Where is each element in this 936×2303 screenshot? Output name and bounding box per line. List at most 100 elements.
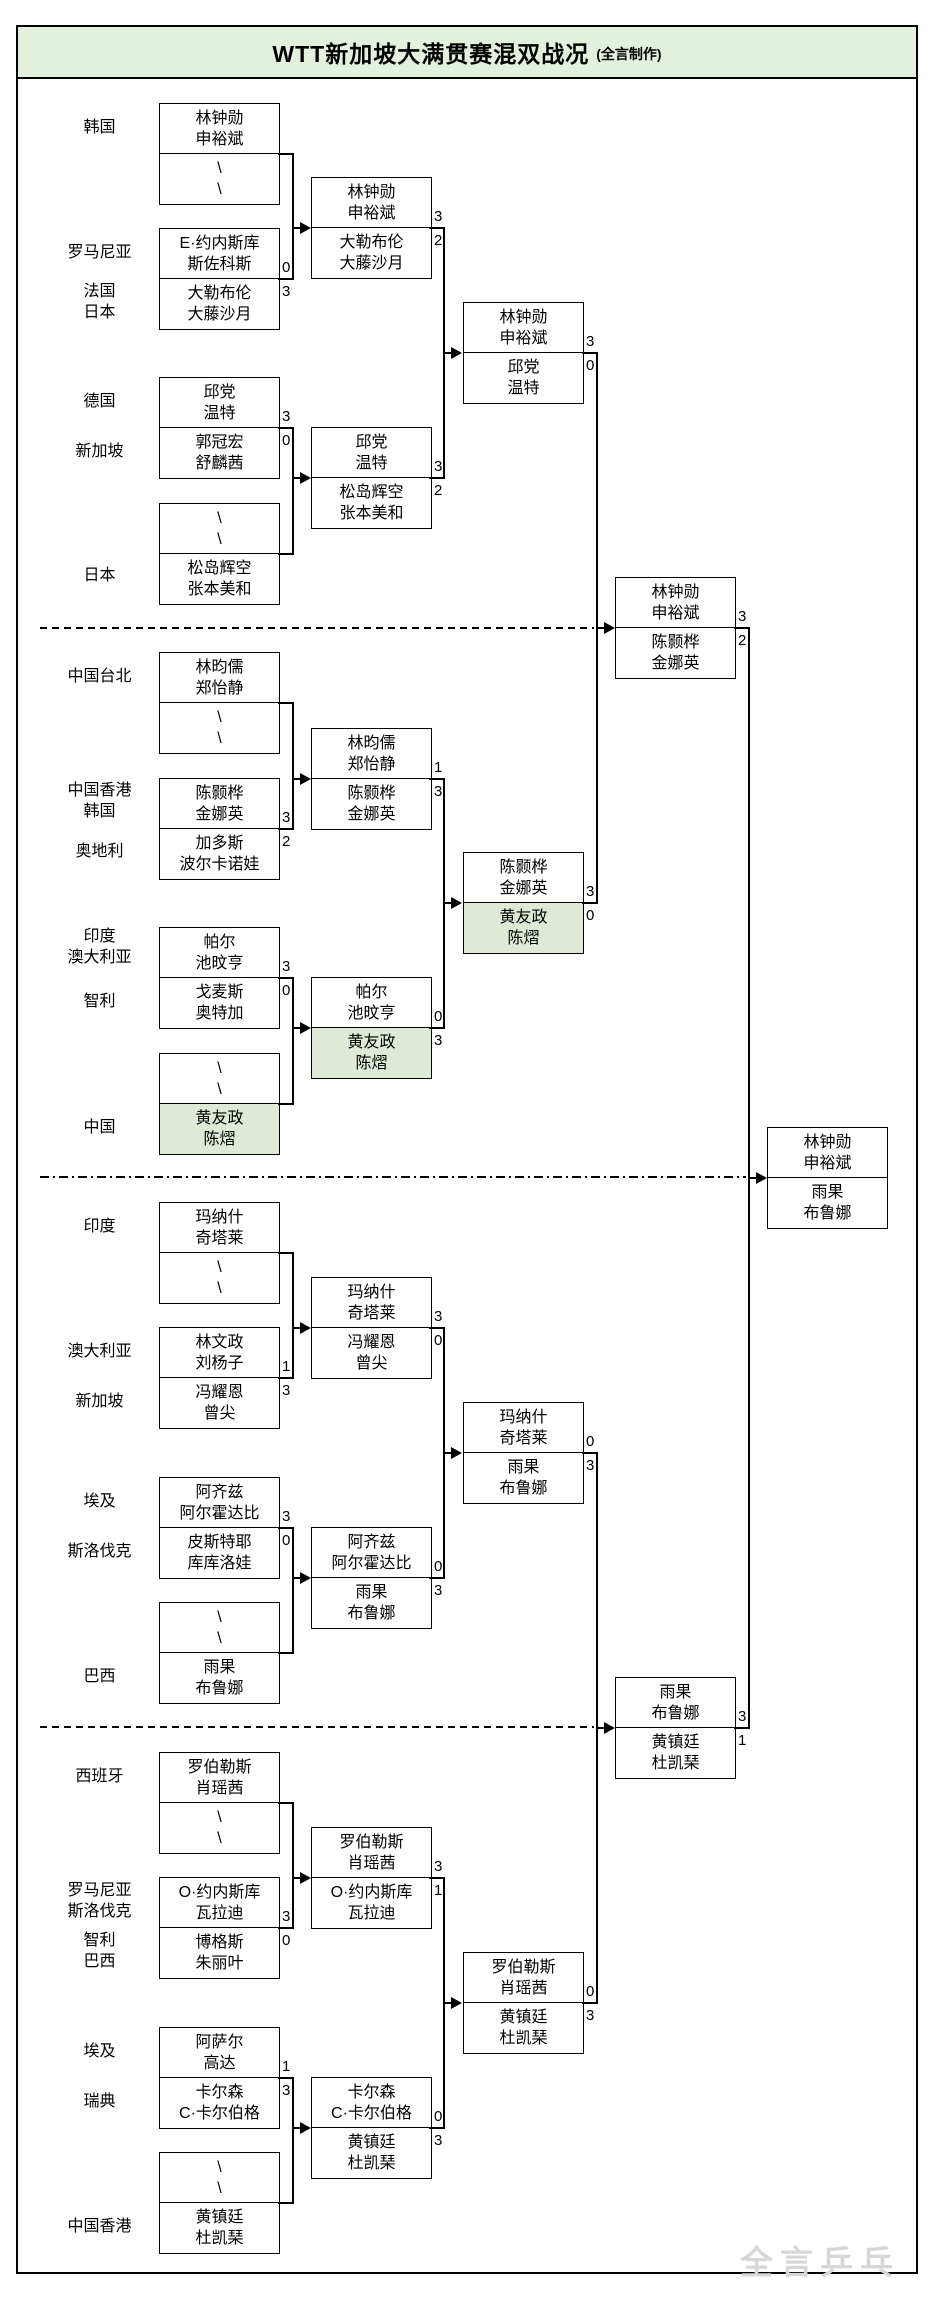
player-name: 杜凯琹 [195, 2230, 244, 2247]
country-label: 中国香港韩国 [37, 780, 162, 822]
team-cell: 林钟勋申裕斌 [616, 578, 735, 628]
country-label-line: 印度 [83, 1217, 116, 1235]
connector-tick [734, 1727, 748, 1729]
player-name: 陈颢桦 [651, 634, 700, 651]
player-name: 郭冠宏 [195, 434, 244, 451]
match-score: 0 [586, 907, 595, 924]
connector-tick [278, 1652, 292, 1654]
player-name: 布鲁娜 [499, 1480, 548, 1497]
country-label-line: 新加坡 [75, 442, 124, 460]
match-box: 陈颢桦金娜英黄友政陈熠 [463, 852, 584, 954]
player-name: 瓦拉迪 [195, 1904, 244, 1922]
player-name: 申裕斌 [499, 329, 548, 347]
team-cell: 玛纳什奇塔莱 [160, 1203, 279, 1253]
country-label: 智利 [37, 991, 162, 1012]
player-name: 大勒布伦 [187, 285, 252, 302]
player-name: 肖瑶茜 [347, 1854, 396, 1872]
connector-stub [292, 1877, 302, 1879]
arrow-icon [300, 222, 311, 234]
match-score: 3 [434, 1582, 443, 1599]
player-name: 布鲁娜 [195, 1680, 244, 1697]
connector-stub [596, 1727, 606, 1729]
team-cell: 陈颢桦金娜英 [464, 853, 583, 903]
connector-tick [278, 977, 292, 979]
player-name: 波尔卡诺娃 [179, 856, 260, 873]
player-name: 奇塔莱 [499, 1429, 548, 1447]
player-name: \ [217, 2159, 222, 2176]
country-label: 埃及 [37, 2041, 162, 2062]
player-name: 大藤沙月 [339, 255, 404, 272]
player-name: 林钟勋 [803, 1133, 852, 1151]
player-name: \ [217, 160, 222, 177]
player-name: 金娜英 [347, 806, 396, 823]
page-title: WTT新加坡大满贯赛混双战况 [272, 41, 590, 67]
player-name: 金娜英 [195, 805, 244, 823]
team-cell: 林钟勋申裕斌 [464, 303, 583, 353]
player-name: 温特 [203, 404, 236, 422]
team-cell: 雨果布鲁娜 [160, 1653, 279, 1703]
connector-tick [429, 1577, 443, 1579]
player-name: 朱丽叶 [195, 1955, 244, 1972]
connector-tick [278, 1252, 292, 1254]
match-box: 罗伯勒斯肖瑶茜黄镇廷杜凯琹 [463, 1952, 584, 2054]
connector-stub [292, 1577, 302, 1579]
team-cell: 邱党温特 [312, 428, 431, 478]
match-score: 0 [282, 982, 291, 999]
team-cell: 林昀儒郑怡静 [160, 653, 279, 703]
player-name: 黄镇廷 [651, 1734, 700, 1751]
player-name: \ [217, 730, 222, 747]
player-name: 温特 [355, 454, 388, 472]
connector-tick [429, 1877, 443, 1879]
player-name: \ [217, 1609, 222, 1626]
team-cell: 大勒布伦大藤沙月 [312, 228, 431, 278]
player-name: 林昀儒 [347, 734, 396, 752]
team-cell: 阿齐兹阿尔霍达比 [160, 1478, 279, 1528]
connector-line [292, 427, 294, 555]
player-name: 邱党 [203, 383, 236, 401]
player-name: 玛纳什 [347, 1283, 396, 1301]
match-score: 3 [586, 1457, 595, 1474]
team-cell: E·约内斯库斯佐科斯 [160, 229, 279, 279]
player-name: \ [217, 1060, 222, 1077]
match-score: 3 [434, 1308, 443, 1325]
connector-stub [292, 1027, 302, 1029]
country-label-line: 埃及 [83, 1492, 116, 1510]
team-cell: 郭冠宏舒麟茜 [160, 428, 279, 478]
player-name: O·约内斯库 [330, 1884, 413, 1901]
country-label-line: 法国 [83, 283, 116, 300]
country-label-line: 澳大利亚 [67, 1342, 132, 1360]
team-cell: 戈麦斯奥特加 [160, 978, 279, 1028]
bye-cell: \\ [160, 154, 279, 204]
match-score: 0 [282, 1532, 291, 1549]
connector-tick [278, 2077, 292, 2079]
connector-stub [443, 1452, 453, 1454]
team-cell: 陈颢桦金娜英 [616, 628, 735, 678]
match-score: 3 [586, 883, 595, 900]
match-box: O·约内斯库瓦拉迪博格斯朱丽叶 [159, 1877, 280, 1979]
player-name: 斯佐科斯 [187, 255, 252, 273]
country-label: 印度澳大利亚 [37, 926, 162, 968]
player-name: \ [217, 1280, 222, 1297]
player-name: 陈熠 [507, 930, 540, 947]
country-label: 中国 [37, 1117, 162, 1138]
bye-cell: \\ [160, 1054, 279, 1104]
player-name: 雨果 [203, 1659, 236, 1676]
player-name: 杜凯琹 [347, 2155, 396, 2172]
match-box: 林钟勋申裕斌大勒布伦大藤沙月 [311, 177, 432, 279]
match-box: 林钟勋申裕斌陈颢桦金娜英 [615, 577, 736, 679]
player-name: 肖瑶茜 [499, 1979, 548, 1997]
team-cell: 黄镇廷杜凯琹 [312, 2128, 431, 2178]
match-score: 1 [282, 2058, 291, 2075]
connector-tick [429, 227, 443, 229]
match-score: 0 [434, 2108, 443, 2125]
player-name: 高达 [203, 2054, 236, 2072]
team-box: 雨果布鲁娜 [159, 1652, 280, 1704]
match-box: 阿齐兹阿尔霍达比雨果布鲁娜 [311, 1527, 432, 1629]
player-name: 雨果 [659, 1683, 692, 1701]
match-score: 3 [282, 1508, 291, 1525]
match-box: 林钟勋申裕斌邱党温特 [463, 302, 584, 404]
player-name: 陈颢桦 [347, 785, 396, 802]
country-label: 斯洛伐克 [37, 1541, 162, 1562]
country-label-line: 韩国 [83, 118, 116, 136]
player-name: 黄友政 [347, 1034, 396, 1051]
